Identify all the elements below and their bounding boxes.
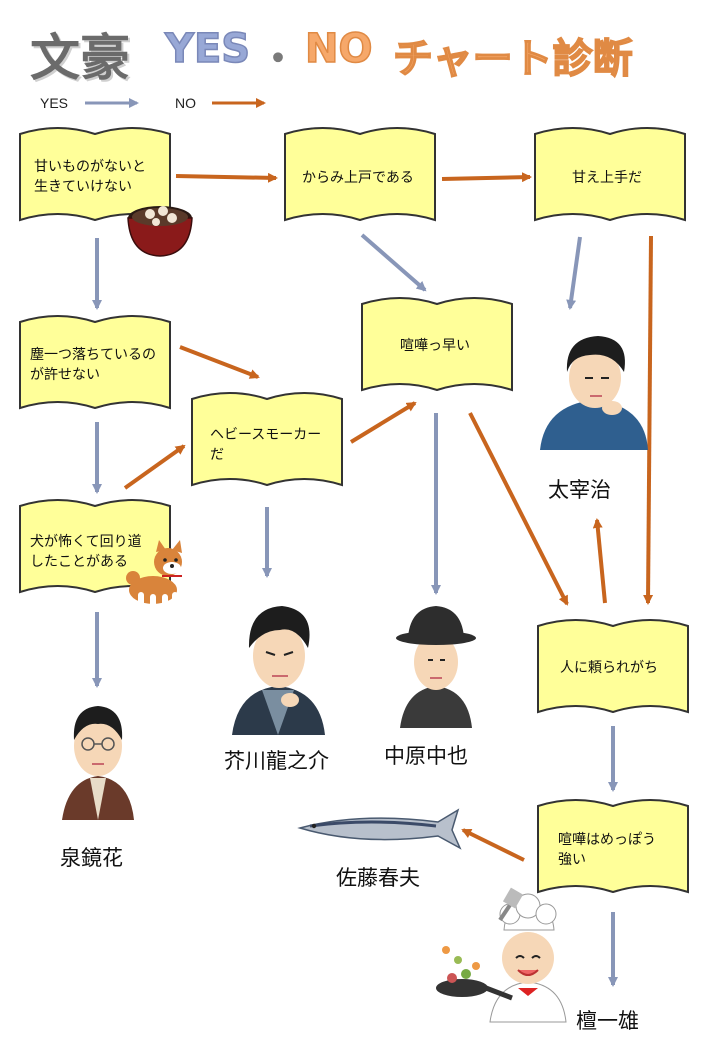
- arrow-q3-no: [643, 235, 654, 605]
- nakahara-portrait: [396, 606, 476, 728]
- arrow-q4-no: [179, 345, 260, 379]
- shiba-dog-illustration: [126, 540, 182, 612]
- result-dan: 檀一雄: [576, 1009, 639, 1033]
- question-q9-text: 喧嘩はめっぽう 強い: [558, 830, 656, 870]
- title-dot: ・: [258, 36, 298, 82]
- question-q2-text: からみ上戸である: [302, 168, 414, 188]
- question-q6-text: ヘビースモーカー だ: [210, 425, 321, 465]
- question-q9-line2: 強い: [558, 852, 586, 868]
- question-q4-text: 塵一つ落ちているの が許せない: [30, 345, 156, 385]
- question-q1-text: 甘いものがないと 生きていけない: [34, 157, 146, 197]
- question-q5-line1: 喧嘩っ早い: [400, 338, 470, 354]
- result-akutagawa: 芥川龍之介: [224, 749, 329, 773]
- question-q5-text: 喧嘩っ早い: [400, 336, 470, 356]
- question-q1-line1: 甘いものがないと: [34, 159, 146, 175]
- question-q6-line2: だ: [210, 447, 224, 463]
- arrow-q1-no: [175, 172, 278, 183]
- result-sato: 佐藤春夫: [336, 866, 420, 890]
- arrow-q9-no: [461, 828, 525, 862]
- dazai-portrait: [540, 336, 648, 450]
- title-bungo: 文豪: [30, 28, 130, 87]
- arrow-q2-yes: [360, 233, 427, 292]
- arrow-q7-no: [123, 444, 186, 490]
- title-yes: YES: [164, 25, 251, 73]
- saury-fish-illustration: [297, 808, 462, 850]
- question-q6-line1: ヘビースモーカー: [210, 427, 322, 443]
- result-dazai: 太宰治: [548, 478, 611, 502]
- question-q1-line2: 生きていけない: [34, 179, 132, 195]
- question-q8-text: 人に頼られがち: [560, 658, 658, 678]
- arrow-q2-no: [441, 172, 532, 183]
- soup-bowl-illustration: [127, 206, 193, 257]
- arrow-q3-yes: [566, 236, 582, 310]
- arrow-q8-no: [592, 518, 607, 604]
- question-q9-line1: 喧嘩はめっぽう: [558, 832, 656, 848]
- question-q4-line1: 塵一つ落ちているの: [30, 347, 156, 363]
- akutagawa-portrait: [232, 606, 325, 735]
- legend-no-label: NO: [175, 95, 196, 111]
- arrow-q6-no: [349, 401, 417, 444]
- question-q8-line1: 人に頼られがち: [560, 660, 658, 676]
- result-nakahara: 中原中也: [384, 744, 468, 768]
- question-q4-line2: が許せない: [30, 367, 100, 383]
- legend-yes-label: YES: [40, 95, 69, 111]
- chef-illustration: [436, 887, 567, 1023]
- title-chart-diagnosis: チャート診断: [392, 35, 633, 83]
- question-q3-line1: 甘え上手だ: [572, 170, 642, 186]
- izumi-portrait: [62, 706, 134, 820]
- question-q2-line1: からみ上戸である: [302, 170, 414, 186]
- question-q3-text: 甘え上手だ: [572, 168, 642, 188]
- title-no: NO: [304, 25, 373, 73]
- question-q7-line2: したことがある: [30, 554, 128, 570]
- question-q7-text: 犬が怖くて回り道 したことがある: [30, 532, 142, 572]
- arrow-q5-no: [468, 412, 569, 606]
- question-q7-line1: 犬が怖くて回り道: [30, 534, 142, 550]
- result-izumi: 泉鏡花: [60, 846, 123, 870]
